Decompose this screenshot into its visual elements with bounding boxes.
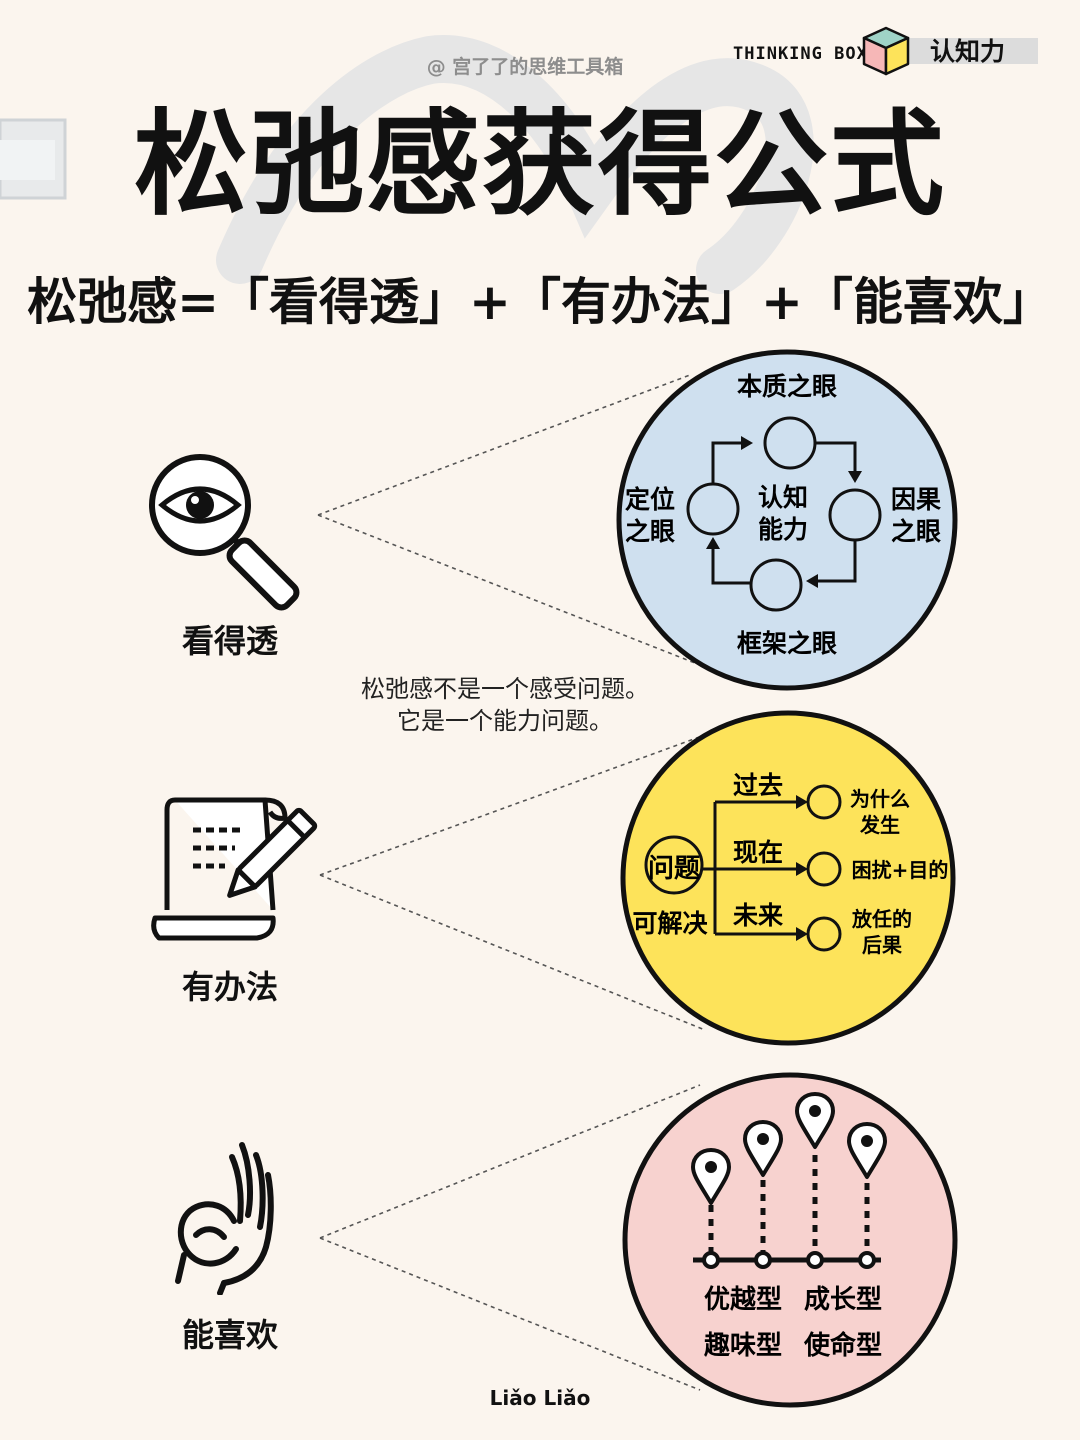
method-circle-bg xyxy=(620,710,956,1046)
label-have-method: 有办法 xyxy=(181,968,278,1006)
node-bottom xyxy=(749,558,803,612)
note-line-2: 它是一个能力问题。 xyxy=(397,707,613,735)
cognition-circle-bg xyxy=(616,349,958,691)
cube-icon xyxy=(862,26,910,76)
magnifier-eye-icon xyxy=(149,454,300,611)
solvable-label: 可解决 xyxy=(632,909,707,938)
eye-essence: 本质之眼 xyxy=(737,372,837,401)
type-fun: 趣味型 xyxy=(703,1331,782,1361)
label-can-like: 能喜欢 xyxy=(181,1316,278,1354)
past-label: 过去 xyxy=(733,771,783,800)
eye-position-line2: 之眼 xyxy=(625,517,675,546)
center-cognition-line2: 能力 xyxy=(758,515,808,544)
author-credit: @ 宫了了的思维工具箱 xyxy=(426,56,624,78)
brand-tag-bg xyxy=(902,38,1038,64)
type-mission: 使命型 xyxy=(803,1330,882,1361)
problem-label: 问题 xyxy=(648,854,700,884)
past-result-line2: 发生 xyxy=(859,813,900,837)
like-circle-bg xyxy=(622,1072,958,1408)
brand-english: THINKING BOX xyxy=(733,44,868,64)
footer-logo: Liǎo Liǎo xyxy=(489,1386,591,1410)
page-title: 松弛感获得公式 xyxy=(133,98,946,231)
eye-causal-line1: 因果 xyxy=(891,485,941,514)
brand-chinese: 认知力 xyxy=(930,37,1006,66)
map-pin-icon xyxy=(691,1148,731,1205)
problem-time-diagram: 问题 可解决 过去 现在 未来 为什么 发生 困扰+目的 放任的 后果 xyxy=(620,710,956,1046)
node-left xyxy=(686,482,740,536)
label-see-through: 看得透 xyxy=(181,622,278,660)
future-result-line1: 放任的 xyxy=(851,907,912,931)
cognition-cycle-diagram: 本质之眼 框架之眼 定位 之眼 因果 之眼 认知 能力 xyxy=(616,349,958,691)
connector-see-top xyxy=(317,374,691,516)
node-right xyxy=(828,488,882,542)
formula: 松弛感=「看得透」+「有办法」+「能喜欢」 xyxy=(27,273,1053,331)
eye-causal-line2: 之眼 xyxy=(891,517,941,546)
scroll-pen-icon xyxy=(151,797,318,941)
map-pin-icon xyxy=(795,1092,835,1149)
background-watermark xyxy=(0,35,814,294)
connector-method-bottom xyxy=(319,874,706,1031)
future-label: 未来 xyxy=(733,901,784,930)
map-pin-icon xyxy=(743,1120,783,1177)
ok-hand-icon xyxy=(175,1142,274,1295)
present-label: 现在 xyxy=(733,838,783,867)
eye-position-line1: 定位 xyxy=(625,485,675,514)
type-superior: 优越型 xyxy=(704,1285,782,1315)
eye-framework: 框架之眼 xyxy=(737,629,837,658)
problem-node xyxy=(644,835,704,895)
past-result-line1: 为什么 xyxy=(850,787,910,811)
note-line-1: 松弛感不是一个感受问题。 xyxy=(361,675,649,703)
future-result-line2: 后果 xyxy=(862,933,902,957)
center-cognition-line1: 认知 xyxy=(758,483,808,512)
type-growth: 成长型 xyxy=(804,1285,882,1315)
map-pin-icon xyxy=(847,1122,887,1179)
present-result: 困扰+目的 xyxy=(852,858,949,882)
like-types-diagram: 优越型 成长型 趣味型 使命型 xyxy=(622,1072,958,1408)
